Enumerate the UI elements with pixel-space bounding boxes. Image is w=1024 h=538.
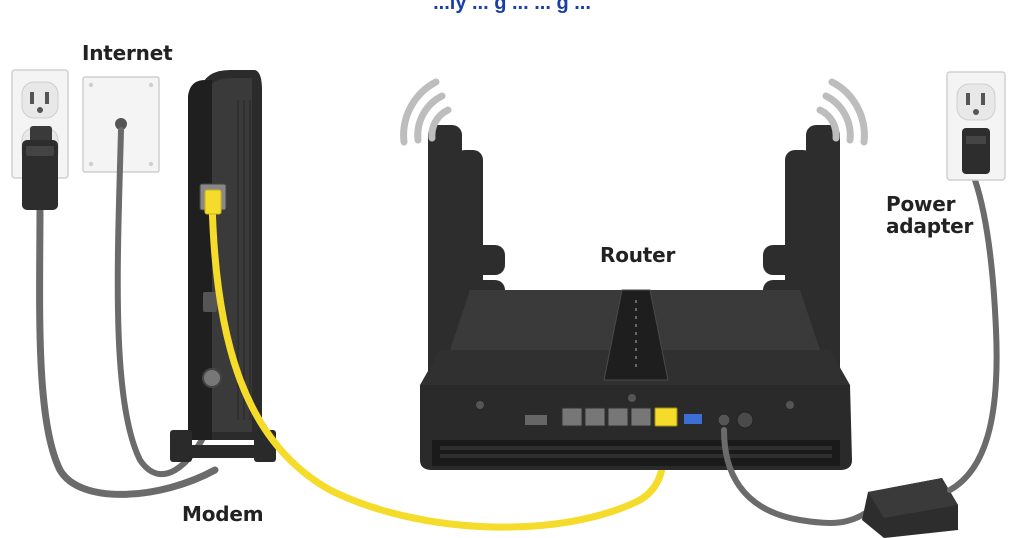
router-lan-ports <box>561 407 652 427</box>
adapter-power-cable <box>947 177 1000 493</box>
router-internet-port-icon <box>654 407 678 427</box>
modem-power-plug-icon <box>22 126 58 210</box>
internet-label: Internet <box>82 41 173 65</box>
coax-cable <box>114 127 215 478</box>
wifi-signal-icon-left <box>400 78 452 146</box>
router-label: Router <box>600 243 676 267</box>
power-adapter-label-line1: Power <box>886 192 956 216</box>
wifi-signal-icon-right <box>816 78 868 146</box>
modem-power-cable <box>36 201 219 498</box>
router-power-cable <box>721 427 873 526</box>
adapter-plug-icon <box>962 128 990 174</box>
ethernet-cable <box>208 196 668 531</box>
right-wall-outlet <box>946 71 1006 181</box>
diagram-title: ...ly ... g ... ... g ... <box>433 0 591 14</box>
power-adapter-brick <box>862 478 958 538</box>
power-adapter-label-line2: adapter <box>886 214 974 238</box>
modem-device <box>170 70 276 462</box>
router-device <box>420 125 852 470</box>
modem-label: Modem <box>182 502 264 526</box>
